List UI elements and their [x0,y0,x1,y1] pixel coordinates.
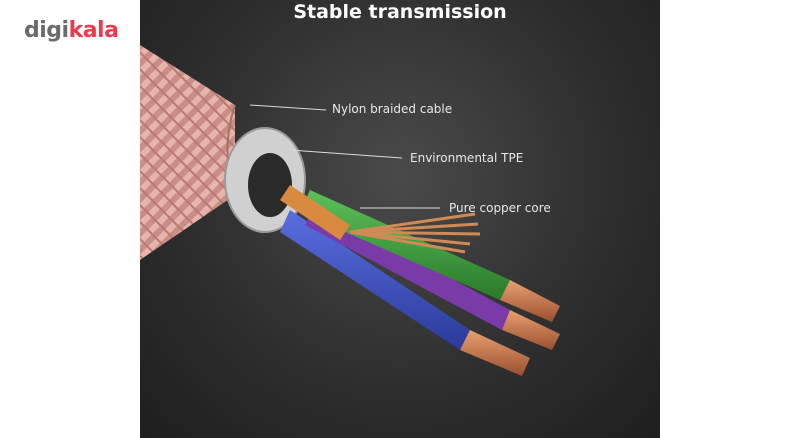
label-nylon-braided-cable: Nylon braided cable [332,102,453,116]
wire-blue [280,210,470,350]
nylon-braid-jacket [140,45,236,260]
copper-tips [460,280,560,376]
label-environmental-tpe: Environmental TPE [410,151,524,165]
logo-text-kala: kala [68,18,119,43]
logo-text-digi: digi [24,18,69,43]
wire-orange [280,185,350,240]
callout-lines [249,104,440,209]
copper-strands [349,212,481,254]
cable-illustration [140,45,560,376]
cable-core-opening [248,153,292,217]
page-title: Stable transmission [293,1,507,23]
product-image-panel: Stable transmission Nylon braided cable … [140,0,660,438]
label-pure-copper-core: Pure copper core [449,201,551,215]
inner-wires [280,185,560,376]
wire-green [300,190,510,300]
digikala-logo: digikala [24,18,119,43]
